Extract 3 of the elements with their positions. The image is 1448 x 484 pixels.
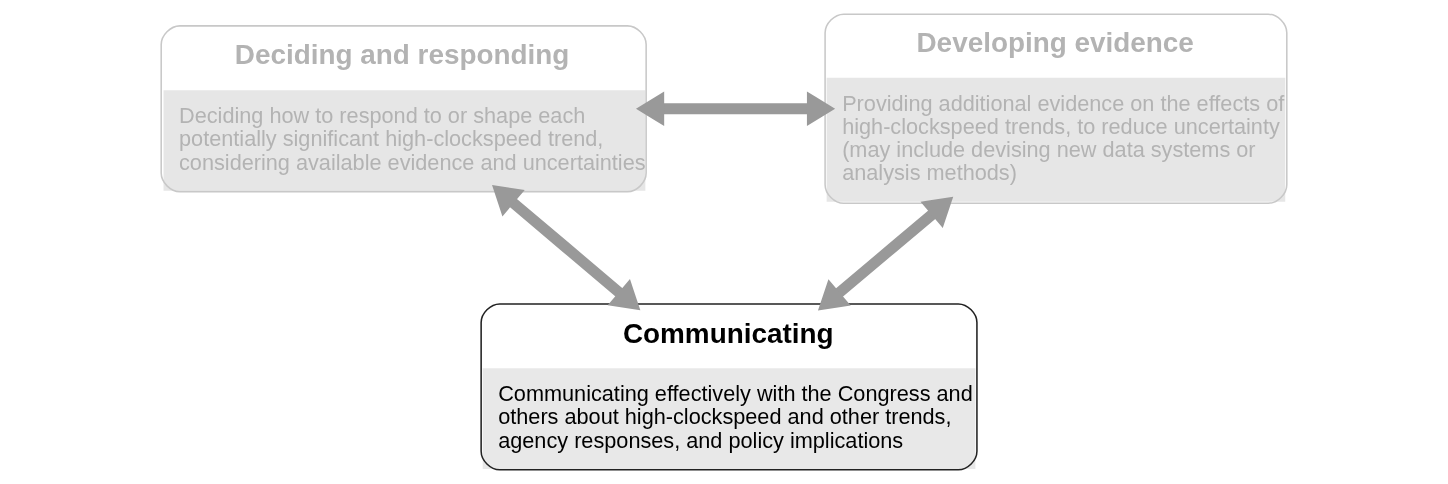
arrow — [492, 185, 641, 311]
arrow — [635, 91, 836, 127]
arrow — [817, 196, 954, 311]
